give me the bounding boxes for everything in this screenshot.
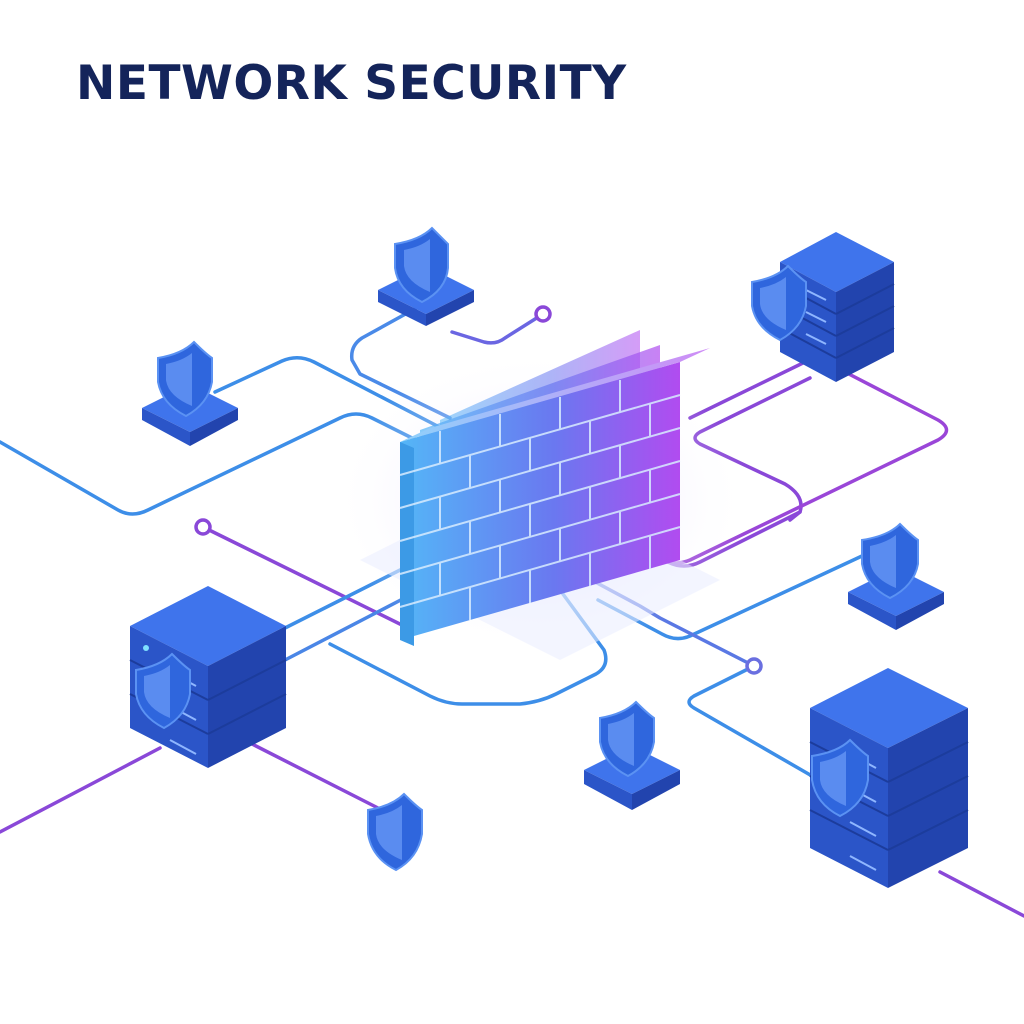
connection-node-icon [534,305,552,323]
connection-node-icon [194,518,212,536]
server-rack-icon [129,586,287,768]
connection-line [0,746,162,834]
shield-pad-left [142,340,238,446]
connection-line [687,664,814,778]
connection-node-icon [745,657,763,675]
server-rack-icon [751,232,895,382]
connection-nodes [194,305,763,675]
connection-line [450,312,545,345]
connection-line [596,554,864,641]
shield-pad-bottom [584,700,680,810]
shield-pad-right [848,522,944,630]
page-title: NETWORK SECURITY [76,56,627,111]
connection-line [938,870,1024,918]
shield-pad-top [378,226,474,326]
connection-line [688,360,807,420]
shield-standalone [367,792,423,872]
firewall-brick-wall-icon [330,330,750,660]
connection-line [250,742,380,810]
connection-line [0,412,422,516]
connection-line [349,304,452,420]
connection-line [328,588,608,706]
server-rack-icon [809,668,969,888]
connection-line [213,356,447,432]
connection-line [201,525,410,630]
